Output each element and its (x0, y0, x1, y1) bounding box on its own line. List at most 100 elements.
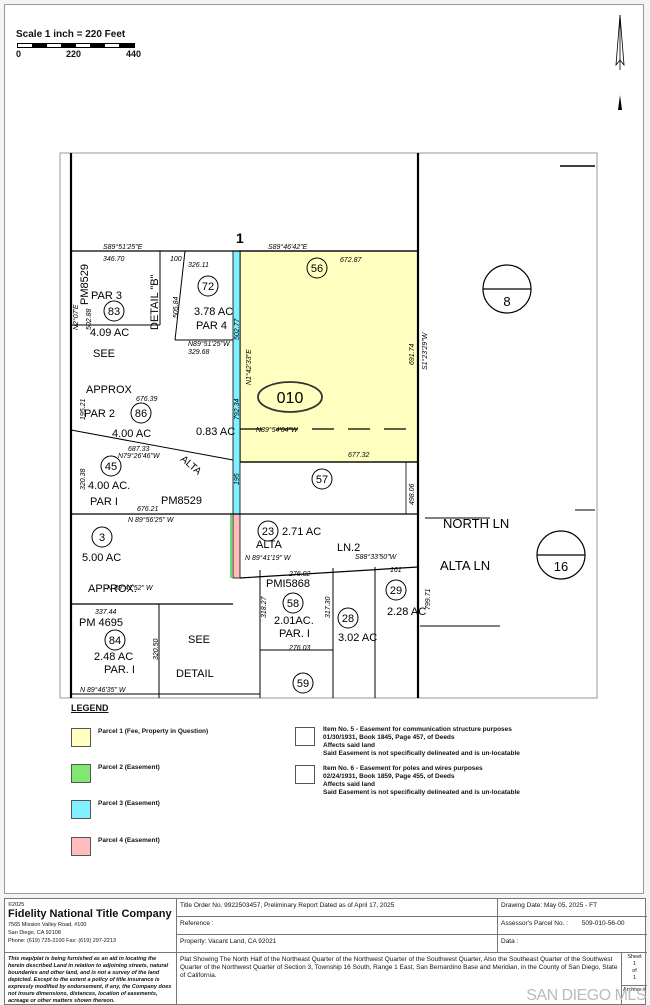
legend-swatch-parcel-1 (71, 728, 91, 747)
data-cell: Data : (498, 935, 647, 953)
distance-d22: 276.03 (288, 645, 311, 652)
parcel-23-label: 23 (262, 526, 274, 538)
bearing-east: S1°23'29"W (421, 331, 429, 370)
distance-d4: 672.87 (340, 257, 363, 264)
bearing-top-right: S89°46'42"E (268, 243, 308, 251)
parcel-86-acreage: 4.00 AC (112, 428, 151, 440)
bearing-west-strip: N1°42'33"E (245, 349, 253, 385)
parcel-72-acreage: 3.78 AC (194, 306, 233, 318)
legend-title: LEGEND (71, 703, 109, 713)
distance-d8: 502.88 (86, 308, 93, 330)
north-arrow-icon (615, 14, 625, 110)
scale-tick-440: 440 (126, 49, 142, 59)
parcel-45-acreage: 4.00 AC. (88, 480, 130, 492)
company-name: Fidelity National Title Company (8, 908, 172, 920)
property: Property: Vacant Land, CA 92021 (177, 935, 498, 953)
see-label: SEE (93, 348, 115, 360)
bearing-alta: N 89°41'19" W (245, 554, 292, 562)
bearing-approx-line: N 89°41'52" W (107, 584, 154, 592)
title-order: Title Order No. 9922503457, Preliminary … (177, 899, 498, 917)
parcel-83-pm: PM8529 (79, 264, 91, 305)
apn-cell: Assessor's Parcel No. : 509-010-56-00 (498, 917, 647, 935)
distance-d5: 691.74 (409, 343, 416, 365)
bearing-bottom-84: N 89°46'35" W (80, 686, 127, 694)
legend-swatch-item-5 (295, 727, 315, 746)
distance-d13: 320.38 (80, 468, 87, 490)
distance-d19: 337.44 (95, 609, 117, 616)
distance-d20: 320.50 (153, 638, 160, 660)
map-ref-16: 16 (536, 530, 586, 580)
parcel-29-acreage: 2.28 AC (387, 606, 426, 618)
sheet-number: Sheet 1 of 1 (622, 953, 647, 986)
parcel-28-acreage: 3.02 AC (338, 632, 377, 644)
approx2-label: APPROX. (88, 583, 137, 595)
distance-d16: 498.06 (409, 483, 416, 505)
scale-title: Scale 1 inch = 220 Feet (16, 29, 126, 40)
parcel-72-par: PAR 4 (196, 320, 227, 332)
street-alta-curve: ALTA (178, 454, 203, 478)
svg-text:16: 16 (554, 559, 568, 574)
apn-label: Assessor's Parcel No. : (501, 920, 568, 927)
legend-swatch-parcel-3 (71, 800, 91, 819)
section-number: 1 (236, 230, 244, 246)
scale-bar (17, 43, 135, 48)
plat-description: Plat Showing The North Half of the North… (177, 953, 622, 1005)
main-parcel-number: 010 (277, 390, 304, 407)
bearing-alta-ln2: S88°33'50"W (355, 553, 398, 561)
title-block: ©2025 Fidelity National Title Company 75… (4, 898, 647, 1005)
legend-item-6: Item No. 6 - Easement for poles and wire… (323, 765, 520, 796)
legend-label-parcel-3: Parcel 3 (Easement) (98, 800, 160, 807)
distance-d3: 326.11 (188, 262, 209, 269)
parcel-58-pm: PMI5868 (266, 578, 310, 590)
street-alta-label: ALTA (256, 539, 283, 551)
distance-d7: 505.84 (173, 296, 180, 318)
parcel-23-acreage: 2.71 AC (282, 526, 321, 538)
scale-tick-220: 220 (66, 49, 82, 59)
legend-swatch-parcel-2 (71, 764, 91, 783)
parcel-83-label: 83 (108, 306, 120, 318)
parcel-58-label: 58 (287, 598, 299, 610)
drawing-date: Drawing Date: May 05, 2025 - FT (498, 899, 647, 917)
apn-value: 509-010-56-00 (581, 920, 625, 927)
parcel-83-acreage: 4.09 AC (90, 327, 129, 339)
legend-label-parcel-1: Parcel 1 (Fee, Property in Question) (98, 728, 209, 735)
parcel-29-label: 29 (390, 585, 402, 597)
legend-label-parcel-2: Parcel 2 (Easement) (98, 764, 160, 771)
bearing-top-left: S89°51'25"E (103, 243, 143, 251)
distance-d12: 687.33 (128, 446, 150, 453)
parcel-72-label: 72 (202, 281, 214, 293)
parcel-45-par: PAR I (90, 496, 118, 508)
distance-d6: 502.77 (234, 317, 241, 340)
street-ln2-label: LN.2 (337, 542, 360, 554)
parcel-59-label: 59 (297, 678, 309, 690)
watermark: SAN DIEGO MLS (526, 987, 646, 1004)
bearing-mid: N89°51'25"W (188, 340, 231, 348)
parcel-45-pm: PM8529 (161, 495, 202, 507)
legend-label-parcel-4: Parcel 4 (Easement) (98, 837, 160, 844)
parcel-3-acreage: 5.00 AC (82, 552, 121, 564)
parcel-84-label: 84 (109, 635, 121, 647)
street-alta-ln: ALTA LN (440, 558, 490, 573)
bearing-south-010: N89°54'04"W (256, 426, 299, 434)
distance-d2: 100 (170, 256, 182, 263)
detail-b-label: DETAIL "B" (149, 274, 161, 330)
parcel-84-pm: PM 4695 (79, 617, 123, 629)
copyright: ©2025 (8, 902, 25, 908)
parcel-58-acreage: 2.01AC. (274, 615, 314, 627)
parcel-57-label: 57 (316, 474, 328, 486)
company-phone: Phone: (619) 725-2100 Fax: (619) 297-221… (8, 938, 116, 944)
parcel-56-label: 56 (311, 263, 323, 275)
parcel-83-par: PAR 3 (91, 290, 122, 302)
distance-d28: 799.71 (425, 588, 432, 610)
distance-d27: 161 (390, 567, 402, 574)
company-address-1: 7565 Mission Valley Road, #100 (8, 922, 87, 928)
parcel-84-par: PAR. I (104, 664, 135, 676)
reference: Reference : (177, 917, 498, 935)
parcel-84-acreage: 2.48 AC (94, 651, 133, 663)
parcel-86-label: 86 (135, 408, 147, 420)
company-cell: ©2025 Fidelity National Title Company 75… (5, 899, 177, 953)
street-north-ln: NORTH LN (443, 516, 509, 531)
distance-d23: 318.27 (261, 595, 268, 618)
distance-d24: 317.30 (325, 596, 332, 618)
company-address-2: San Diego, CA 92108 (8, 930, 61, 936)
